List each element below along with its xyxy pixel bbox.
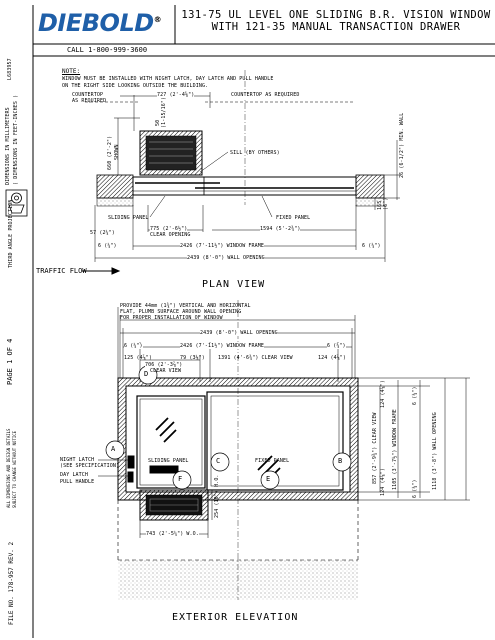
countertop-right: COUNTERTOP AS REQUIRED	[231, 92, 300, 98]
plan-view-drawing	[82, 70, 400, 275]
plan-wall-opening: 2439 (8'-0") WALL OPENING	[187, 255, 265, 261]
callout-f: F	[178, 475, 183, 483]
dim-165-imperial: (6")	[383, 197, 389, 210]
plan-view-title: PLAN VIEW	[202, 279, 266, 290]
dim-50-imperial: (1-15/16")	[161, 96, 167, 128]
elev-fixed-panel: FIXED PANEL	[255, 458, 290, 464]
dimensions-note-2: ( DIMENSIONS IN FEET-INCHES )	[13, 94, 19, 185]
callout-a: A	[111, 445, 116, 453]
countertop-left-1: COUNTERTOP	[72, 92, 104, 98]
plan-fixed-panel: FIXED PANEL	[276, 215, 311, 221]
right-dim-clear-view: 857 (2'-9¾") CLEAR VIEW	[372, 412, 378, 484]
title-block-lines	[32, 5, 495, 638]
right-dim-wall-opening: 1118 (3'-8") WALL OPENING	[432, 412, 438, 490]
right-dim-6-top: 6 (¼")	[412, 386, 418, 405]
title-line-2: WITH 121-35 MANUAL TRANSACTION DRAWER	[211, 21, 461, 33]
file-number: FILE NO. 178-957 REV. 2	[8, 541, 15, 625]
dim-57: 57 (2¼")	[90, 230, 115, 236]
drawing-title: 131-75 UL LEVEL ONE SLIDING B.R. VISION …	[177, 9, 495, 33]
elev-dim-6-left: 6 (¼")	[124, 343, 143, 349]
third-angle-projection-symbol	[5, 189, 28, 217]
plan-clear-opening: CLEAR OPENING	[150, 232, 191, 238]
provide-note-2: FLAT, PLUMB SURFACE AROUND WALL OPENING	[120, 309, 242, 315]
right-dim-124-top: 124 (4⅞")	[380, 380, 386, 408]
night-latch-label: NIGHT LATCH	[60, 457, 95, 463]
title-line-1: 131-75 UL LEVEL ONE SLIDING B.R. VISION …	[181, 9, 491, 21]
dim-727: 727 (2'-4⅝")	[157, 92, 195, 98]
registered-mark: ®	[153, 15, 162, 24]
elevation-title: EXTERIOR ELEVATION	[172, 612, 299, 623]
elev-window-frame: 2426 (7'-11½") WINDOW FRAME	[180, 343, 264, 349]
dim-1594: 1594 (5'-2¾")	[260, 226, 301, 232]
page-number: PAGE 1 OF 4	[6, 338, 14, 385]
brand-name: DIEBOLD	[38, 9, 154, 37]
dim-6-right: 6 (¼")	[362, 243, 381, 249]
projection-label: THIRD ANGLE PROJECTION	[8, 199, 14, 268]
elev-dim-125: 125 (4⅞")	[124, 355, 152, 361]
plan-sliding-panel: SLIDING PANEL	[108, 215, 149, 221]
note-title: NOTE:	[62, 68, 81, 75]
callout-c: C	[216, 457, 221, 465]
callout-e: E	[266, 475, 271, 483]
dim-660: 660 (2'-2")	[107, 135, 113, 170]
dim-743: 743 (2'-5¼") W.O.	[146, 531, 199, 537]
elev-dim-1391: 1391 (4'-6¾") CLEAR VIEW	[218, 355, 293, 361]
provide-note-1: PROVIDE 44mm (1¾") VERTICAL AND HORIZONT…	[120, 303, 251, 309]
document-id: L683957	[7, 58, 13, 80]
note-line-2: ON THE RIGHT SIDE LOOKING OUTSIDE THE BU…	[62, 83, 209, 89]
change-note-2: SUBJECT TO CHANGE WITHOUT NOTICE	[12, 430, 17, 508]
provide-note-3: FOR PROPER INSTALLATION OF WINDOW	[120, 315, 223, 321]
diebold-logo: DIEBOLD®	[38, 9, 162, 37]
callout-b: B	[338, 457, 343, 465]
elev-dim-706: 706 (2'-3⅞")	[145, 362, 183, 368]
traffic-flow-label: TRAFFIC FLOW	[36, 267, 87, 275]
night-latch-spec: (SEE SPECIFICATION)	[60, 463, 120, 469]
dim-254: 254 (10") H.O.	[214, 474, 220, 518]
elev-dim-79: 79 (3⅛")	[180, 355, 205, 361]
min-wall-dim: 26 (6-1/2") MIN. WALL	[399, 112, 405, 178]
elevation-drawing	[98, 300, 470, 600]
dimensions-note-1: DIMENSIONS IN MILLIMETERS	[5, 107, 11, 185]
right-dim-window-frame: 1105 (3'-7½") WINDOW FRAME	[392, 409, 398, 490]
phone-number: CALL 1-800-999-3600	[67, 46, 148, 54]
right-dim-124-bottom: 124 (4⅞")	[380, 468, 386, 496]
dim-6-left: 6 (¼")	[98, 243, 117, 249]
elev-dim-124: 124 (4⅞")	[318, 355, 346, 361]
day-latch-label: DAY LATCH	[60, 472, 88, 478]
elev-sliding-panel: SLIDING PANEL	[148, 458, 189, 464]
change-note-1: ALL DIMENSIONS AND DESIGN DETAILS	[6, 428, 11, 508]
callout-d: D	[144, 370, 149, 378]
elev-wall-opening: 2439 (8'-0") WALL OPENING	[200, 330, 278, 336]
note-line-1: WINDOW MUST BE INSTALLED WITH NIGHT LATC…	[62, 76, 274, 82]
right-dim-6-bottom: 6 (¼")	[412, 479, 418, 498]
pull-handle-label: PULL HANDLE	[60, 479, 95, 485]
plan-window-frame: 2426 (7'-11½") WINDOW FRAME	[180, 243, 264, 249]
elev-clear-view: CLEAR VIEW	[150, 368, 182, 374]
dim-660-shown: SHOWN	[114, 144, 120, 160]
dim-775: 775 (2'-6½")	[150, 226, 188, 232]
sill-label: SILL (BY OTHERS)	[230, 150, 280, 156]
elev-dim-6-right: 6 (¼")	[327, 343, 346, 349]
countertop-left-2: AS REQUIRED	[72, 98, 107, 104]
